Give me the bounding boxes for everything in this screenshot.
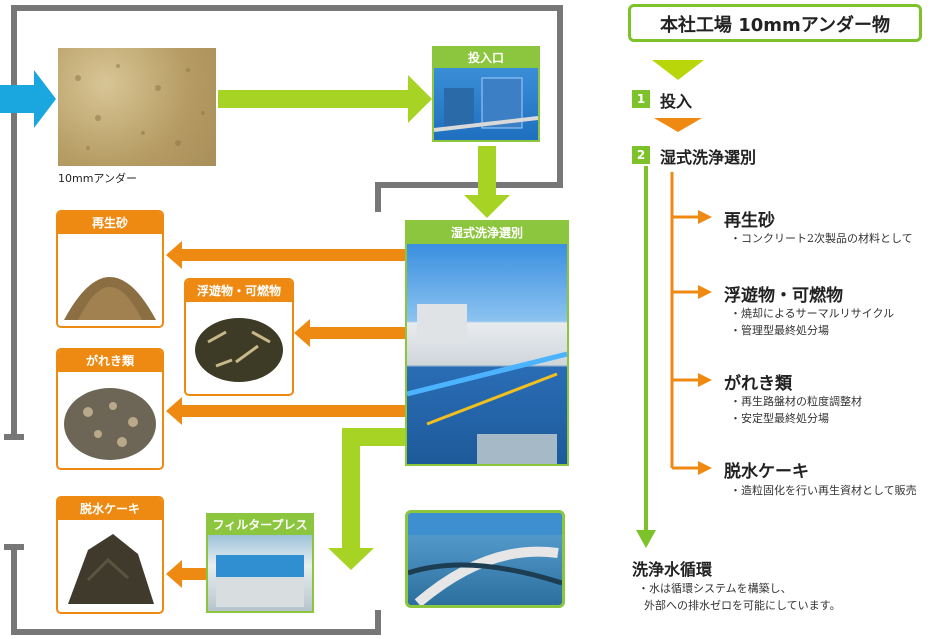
water-photo [405, 510, 565, 608]
input-sand-photo [58, 48, 216, 166]
gravel-photo [58, 372, 162, 468]
product-card-sand: 再生砂 [56, 210, 164, 328]
arrow-to-sand [166, 241, 406, 269]
hopper-card: 投入口 [432, 46, 540, 142]
output-line-float-2: ・管理型最終処分場 [730, 324, 829, 337]
filter-card: フィルタープレス [206, 513, 314, 613]
step-label-2: 湿式洗浄選別 [660, 148, 757, 167]
arrow-to-filter [328, 428, 408, 570]
output-heading-sand: 再生砂 [724, 211, 775, 231]
flow-diagram-lines [0, 5, 563, 635]
step-number-2: 2 [632, 146, 650, 164]
arrow-to-cake [166, 560, 206, 588]
wash-photo [407, 244, 567, 464]
output-line-sand-1: ・コンクリート2次製品の材料として [730, 232, 913, 245]
hopper-photo [434, 68, 538, 140]
arrow-to-gravel [166, 397, 406, 425]
water-heading: 洗浄水循環 [632, 560, 713, 579]
sand-photo [58, 234, 162, 326]
float-photo [186, 302, 292, 394]
water-line-2: 外部への排水ゼロを可能にしています。 [644, 599, 841, 612]
product-label-float: 浮遊物・可燃物 [186, 280, 292, 302]
right-flow-lines [636, 60, 712, 548]
frame-line-top [11, 5, 563, 437]
page-title: 本社工場 10mmアンダー物 [628, 4, 922, 42]
water-line-1: ・水は循環システムを構築し、 [638, 582, 792, 595]
arrow-to-float [294, 319, 406, 347]
product-card-float: 浮遊物・可燃物 [184, 278, 294, 396]
output-line-gravel-2: ・安定型最終処分場 [730, 412, 829, 425]
output-heading-gravel: がれき類 [724, 374, 792, 394]
filter-photo [208, 535, 312, 611]
hopper-label: 投入口 [434, 48, 538, 68]
product-label-sand: 再生砂 [58, 212, 162, 234]
input-caption: 10mmアンダー [58, 172, 137, 185]
wash-card: 湿式洗浄選別 [405, 220, 569, 466]
step-number-1: 1 [632, 90, 650, 108]
filter-label: フィルタープレス [208, 515, 312, 535]
input-arrow [0, 70, 56, 128]
frame-line-bottom [11, 547, 381, 635]
arrow-to-hopper [218, 75, 432, 123]
product-label-gravel: がれき類 [58, 350, 162, 372]
output-line-gravel-1: ・再生路盤材の粒度調整材 [730, 395, 862, 408]
arrow-to-wash [464, 146, 510, 218]
output-heading-float: 浮遊物・可燃物 [724, 286, 843, 306]
product-card-gravel: がれき類 [56, 348, 164, 470]
cake-photo [58, 520, 162, 612]
step-label-1: 投入 [660, 92, 693, 111]
output-line-float-1: ・焼却によるサーマルリサイクル [730, 307, 895, 320]
wash-label: 湿式洗浄選別 [407, 222, 567, 244]
product-label-cake: 脱水ケーキ [58, 498, 162, 520]
output-heading-cake: 脱水ケーキ [724, 462, 809, 482]
product-card-cake: 脱水ケーキ [56, 496, 164, 614]
output-line-cake-1: ・造粒固化を行い再生資材として販売 [730, 484, 917, 497]
